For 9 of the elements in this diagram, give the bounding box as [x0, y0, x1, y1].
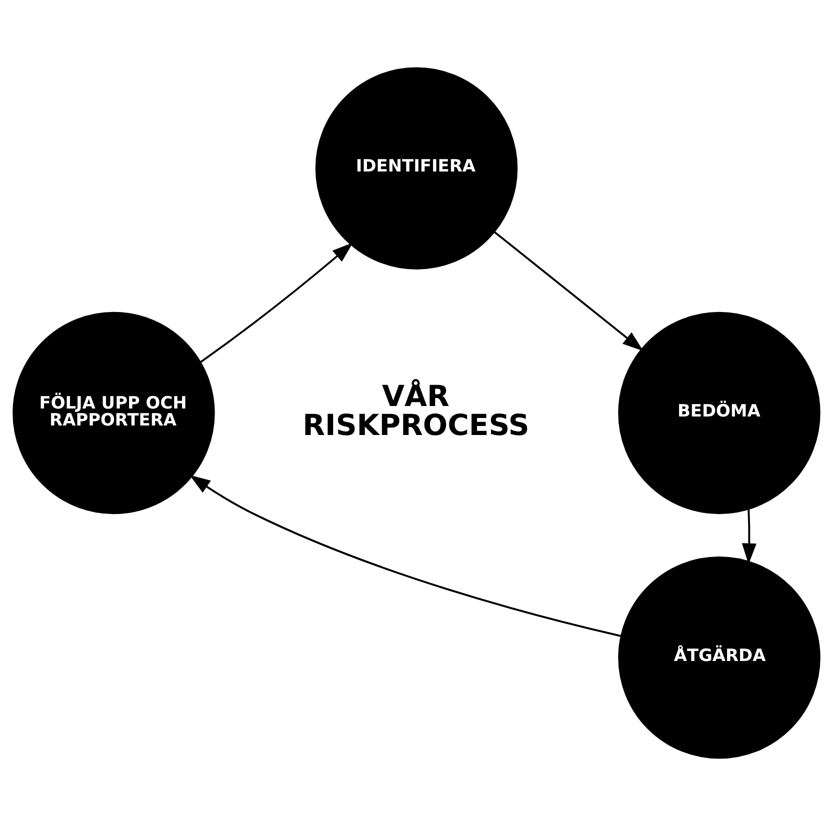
- arrow: [742, 509, 756, 564]
- arrow: [200, 242, 353, 363]
- node-circle: IDENTIFIERA: [315, 67, 518, 270]
- node-circle: BEDÖMA: [618, 312, 820, 514]
- node-circle: ÅTGÄRDA: [618, 556, 820, 759]
- arrow: [494, 231, 644, 352]
- arrow: [190, 474, 621, 637]
- node-circle: FÖLJA UPP OCH RAPPORTERA: [12, 312, 215, 514]
- label: VÅR RISKPROCESS: [302, 378, 530, 442]
